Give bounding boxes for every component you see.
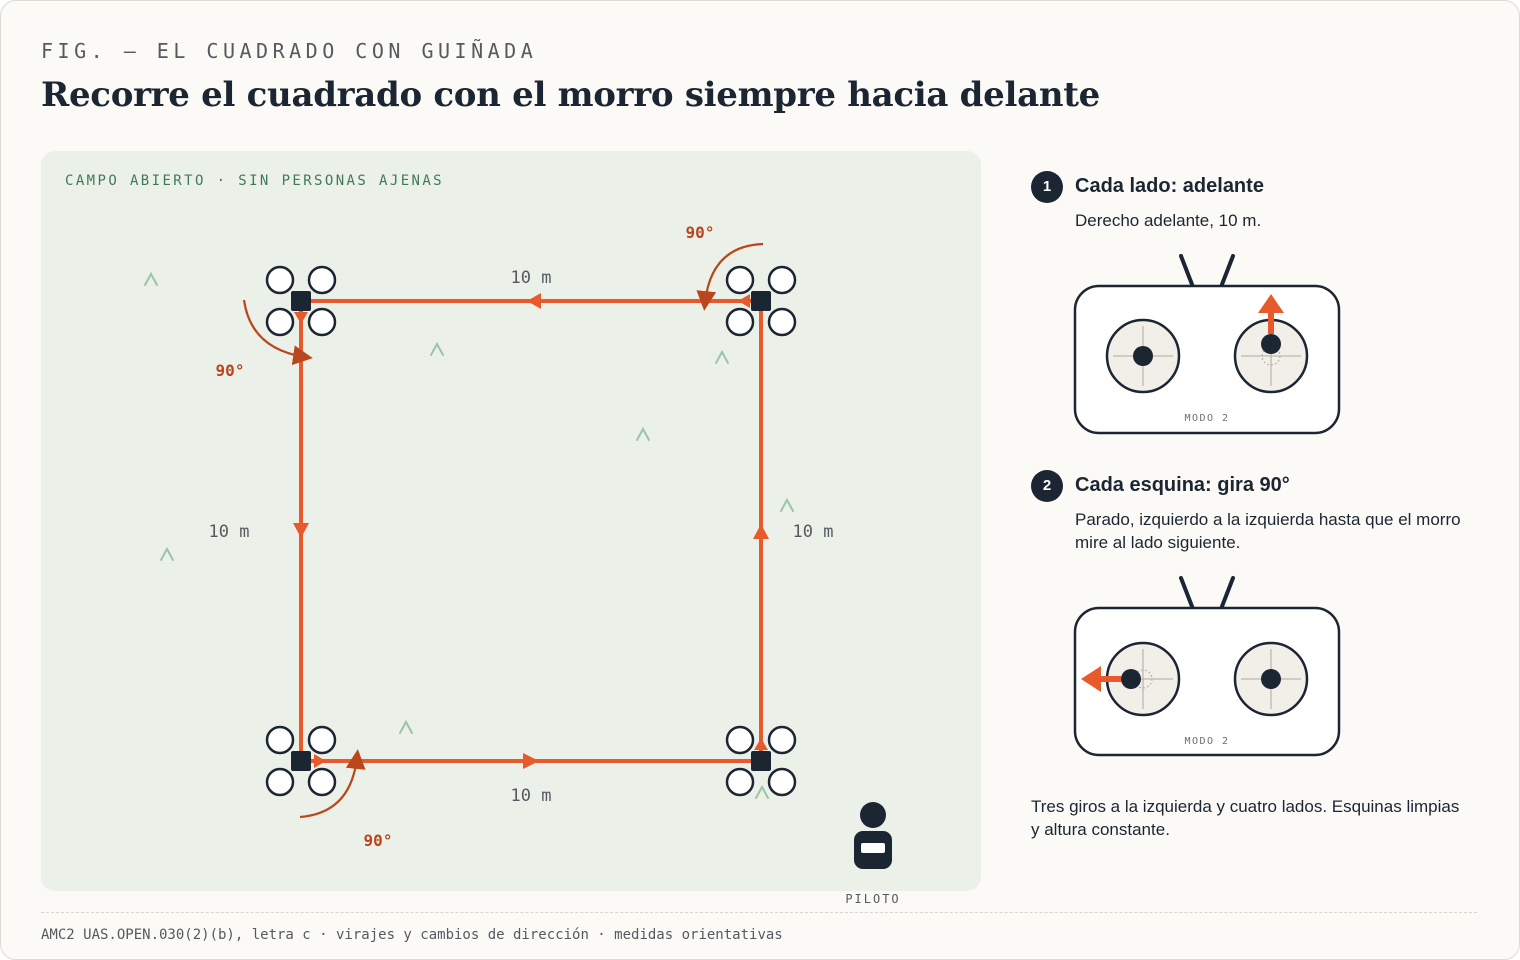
drone-icon <box>265 265 337 337</box>
heading-arrow-tr <box>738 294 750 308</box>
figure-label: FIG. — EL CUADRADO CON GUIÑADA <box>41 39 538 63</box>
flight-path <box>293 293 769 769</box>
turn-arrows <box>242 242 764 819</box>
summary-text: Tres giros a la izquierda y cuatro lados… <box>1031 797 1460 839</box>
turn-arrow-tl <box>242 299 313 366</box>
direction-arrow-top <box>527 293 541 309</box>
grass-marks <box>144 271 794 799</box>
right-stick <box>1233 294 1309 394</box>
drone-icon <box>725 725 797 797</box>
side-label-bottom: 10 m <box>511 786 552 806</box>
step-title-2: Cada esquina: gira 90° <box>1075 474 1290 496</box>
pilot-icon <box>854 802 892 869</box>
drone-icon <box>265 725 337 797</box>
turn-label-tr: 90° <box>686 223 715 242</box>
mode-label: MODO 2 <box>1184 413 1229 424</box>
side-label-top: 10 m <box>511 268 552 288</box>
footer-divider <box>41 912 1477 913</box>
step-number-2: 2 <box>1031 470 1063 502</box>
stick-arrow-left <box>1081 666 1101 692</box>
left-stick <box>1081 641 1181 717</box>
direction-arrow-bottom <box>523 753 539 769</box>
side-label-left: 10 m <box>209 522 250 542</box>
step-text-1: Derecho adelante, 10 m. <box>1075 211 1262 230</box>
footer-note: AMC2 UAS.OPEN.030(2)(b), letra c · viraj… <box>41 927 783 943</box>
page-title: Recorre el cuadrado con el morro siempre… <box>41 75 1100 115</box>
turn-arrow-bl <box>299 749 366 819</box>
right-stick <box>1233 641 1309 717</box>
drone-icon <box>725 265 797 337</box>
step-text-2: Parado, izquierdo a la izquierda hasta q… <box>1075 510 1461 552</box>
turn-label-tl: 90° <box>216 361 245 380</box>
step-title-1: Cada lado: adelante <box>1075 175 1264 197</box>
stick-arrow-up <box>1258 294 1284 313</box>
controller-icon: MODO 2 <box>1073 576 1341 757</box>
mode-label: MODO 2 <box>1184 736 1229 747</box>
direction-arrow-left <box>293 523 309 538</box>
step-number-1: 1 <box>1031 171 1063 203</box>
pilot-label: PILOTO <box>845 892 900 906</box>
heading-arrow-br <box>754 738 768 750</box>
direction-arrow-right <box>753 524 769 539</box>
left-stick <box>1105 318 1181 394</box>
field-area <box>41 151 981 891</box>
side-label-right: 10 m <box>793 522 834 542</box>
heading-arrow-bl <box>314 754 326 768</box>
turn-label-bl: 90° <box>364 831 393 850</box>
heading-arrow-tl <box>294 312 308 324</box>
field-label: CAMPO ABIERTO · SIN PERSONAS AJENAS <box>65 173 445 189</box>
turn-arrow-tr <box>696 242 764 311</box>
controller-icon: MODO 2 <box>1073 254 1341 435</box>
